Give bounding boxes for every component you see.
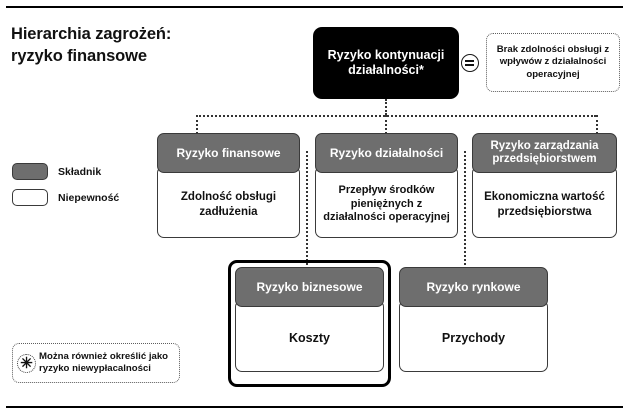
card-body-przeplyw-srodkow: Przepływ środków pieniężnych z działalno…	[315, 166, 458, 238]
card-head-ryzyko-finansowe: Ryzyko finansowe	[157, 133, 300, 173]
page-title: Hierarchia zagrożeń: ryzyko finansowe	[11, 24, 311, 68]
card-body-przychody: Przychody	[399, 300, 548, 372]
footnote-text: Można również określić jako ryzyko niewy…	[39, 350, 169, 374]
card-head-ryzyko-zarzadzania: Ryzyko zarządzania przedsiębiorstwem	[472, 133, 617, 173]
card-ryzyko-zarzadzania: Ryzyko zarządzania przedsiębiorstwem Eko…	[472, 133, 617, 238]
connector-root-stem	[385, 99, 387, 115]
card-ryzyko-biznesowe: Ryzyko biznesowe Koszty	[235, 267, 384, 372]
page-title-line-2: ryzyko finansowe	[11, 46, 147, 65]
card-ryzyko-dzialalnosci: Ryzyko działalności Przepływ środków pie…	[315, 133, 458, 238]
legend-label-niepewnosc: Niepewność	[58, 191, 120, 204]
connector-drop-center	[385, 115, 387, 134]
bottom-rule	[6, 406, 623, 408]
card-body-ekonomiczna-wartosc: Ekonomiczna wartość przedsiębiorstwa	[472, 166, 617, 238]
card-ryzyko-rynkowe: Ryzyko rynkowe Przychody	[399, 267, 548, 372]
card-body-zdolnosc-obslugi: Zdolność obsługi zadłużenia	[157, 166, 300, 238]
footnote-callout: ✳ Można również określić jako ryzyko nie…	[12, 343, 180, 383]
connector-bus-horizontal	[196, 115, 596, 117]
emphasis-frame	[228, 260, 391, 387]
legend-item-niepewnosc: Niepewność	[12, 189, 119, 206]
callout-brak-zdolnosci: Brak zdolności obsługi z wpływów z dział…	[486, 33, 620, 92]
connector-drop-left	[196, 115, 198, 134]
legend-item-skladnik: Składnik	[12, 163, 119, 180]
top-rule	[6, 6, 623, 8]
card-ryzyko-finansowe: Ryzyko finansowe Zdolność obsługi zadłuż…	[157, 133, 300, 238]
legend-swatch-hollow	[12, 189, 48, 206]
legend-swatch-solid	[12, 163, 48, 180]
page-title-line-1: Hierarchia zagrożeń:	[11, 25, 172, 43]
connector-drop-right	[596, 115, 598, 134]
card-body-koszty: Koszty	[235, 300, 384, 372]
card-head-ryzyko-biznesowe: Ryzyko biznesowe	[235, 267, 384, 307]
connector-separator-right	[464, 151, 466, 269]
connector-separator-left	[306, 151, 308, 269]
card-head-ryzyko-dzialalnosci: Ryzyko działalności	[315, 133, 458, 173]
card-head-ryzyko-rynkowe: Ryzyko rynkowe	[399, 267, 548, 307]
root-node-ryzyko-kontynuacji: Ryzyko kontynuacji działalności*	[313, 27, 459, 99]
equals-in-circle-icon	[461, 54, 479, 72]
legend: Składnik Niepewność	[12, 163, 119, 215]
asterisk-icon: ✳	[17, 354, 36, 373]
legend-label-skladnik: Składnik	[58, 165, 102, 178]
